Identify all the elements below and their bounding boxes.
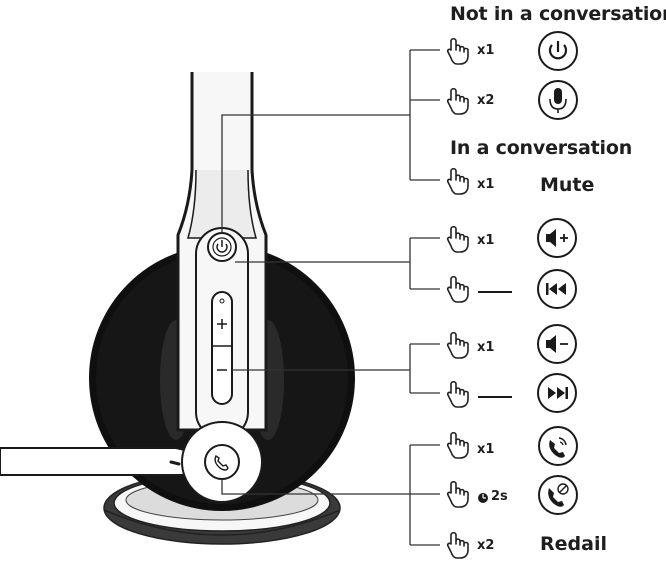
tap-count: x2 bbox=[477, 93, 495, 108]
power-button bbox=[207, 232, 237, 262]
tap-icon bbox=[446, 87, 469, 115]
tap-icon bbox=[446, 531, 469, 559]
tap-count: x2 bbox=[477, 538, 495, 553]
volume-down-icon bbox=[537, 324, 577, 364]
next-track-icon bbox=[537, 373, 577, 413]
mute-label: Mute bbox=[540, 174, 595, 196]
answer-call-icon bbox=[538, 426, 578, 466]
tap-count: x1 bbox=[477, 442, 495, 457]
section-heading-in-conversation: In a conversation bbox=[450, 137, 633, 159]
hold-duration: 2s bbox=[491, 489, 508, 504]
section-heading-not-in-conversation: Not in a conversation bbox=[450, 3, 666, 25]
tap-icon bbox=[446, 37, 469, 65]
tap-icon bbox=[446, 331, 469, 359]
tap-icon bbox=[446, 225, 469, 253]
clock-icon bbox=[478, 493, 488, 503]
microphone-icon bbox=[538, 80, 578, 120]
microphone-boom bbox=[0, 421, 263, 503]
tap-count: x1 bbox=[477, 340, 495, 355]
previous-track-icon bbox=[537, 269, 577, 309]
tap-count: x1 bbox=[477, 233, 495, 248]
hold-icon bbox=[446, 275, 469, 303]
hold-icon bbox=[446, 380, 469, 408]
leader-lines bbox=[221, 49, 440, 546]
power-icon bbox=[538, 31, 578, 71]
tap-icon bbox=[446, 431, 469, 459]
volume-rocker bbox=[211, 291, 233, 405]
tap-count: x1 bbox=[477, 43, 495, 58]
hold-icon bbox=[446, 480, 469, 508]
tap-count: x1 bbox=[477, 177, 495, 192]
redial-label: Redail bbox=[540, 533, 607, 555]
tap-icon bbox=[446, 167, 469, 195]
volume-up-icon bbox=[537, 218, 577, 258]
reject-call-icon bbox=[538, 475, 578, 515]
